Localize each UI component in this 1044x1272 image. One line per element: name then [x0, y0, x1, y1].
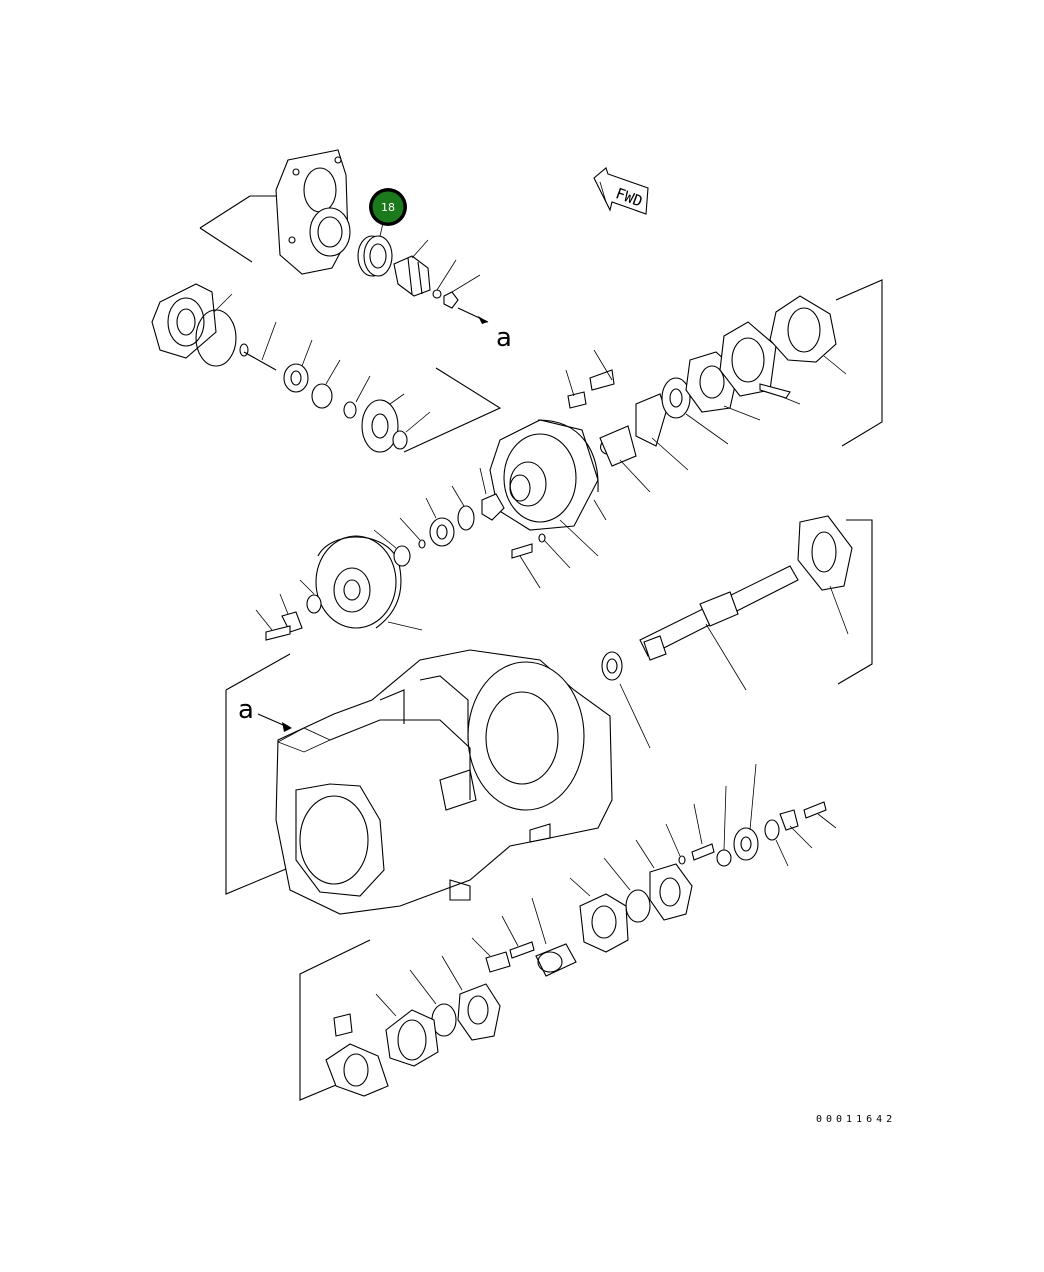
- ref-arrow-top: a: [457, 307, 512, 353]
- lower-left-parts-group: [299, 939, 501, 1101]
- shaft-bevel-gear-group: [601, 515, 873, 749]
- bearing-part-18[interactable]: [357, 209, 393, 277]
- upper-gear-train-group: [489, 279, 883, 557]
- ref-letter-bottom: a: [238, 695, 254, 725]
- lower-right-parts-group: [471, 763, 837, 977]
- callout-label: 18: [381, 201, 395, 214]
- flange-shaft-group: [151, 283, 502, 453]
- ref-letter-top: a: [496, 323, 512, 353]
- transmission-case-group: [225, 649, 613, 915]
- fwd-arrow-icon: FWD: [593, 167, 649, 215]
- transfer-cover-group: [199, 149, 351, 275]
- drawing-code: 00011642: [816, 1114, 896, 1125]
- pinion-nut-group: [393, 239, 481, 309]
- callout-fill-icon: [372, 191, 404, 223]
- callout-18[interactable]: 18: [369, 188, 407, 226]
- ref-arrow-bottom: a: [238, 695, 292, 732]
- drum-group: [255, 467, 571, 641]
